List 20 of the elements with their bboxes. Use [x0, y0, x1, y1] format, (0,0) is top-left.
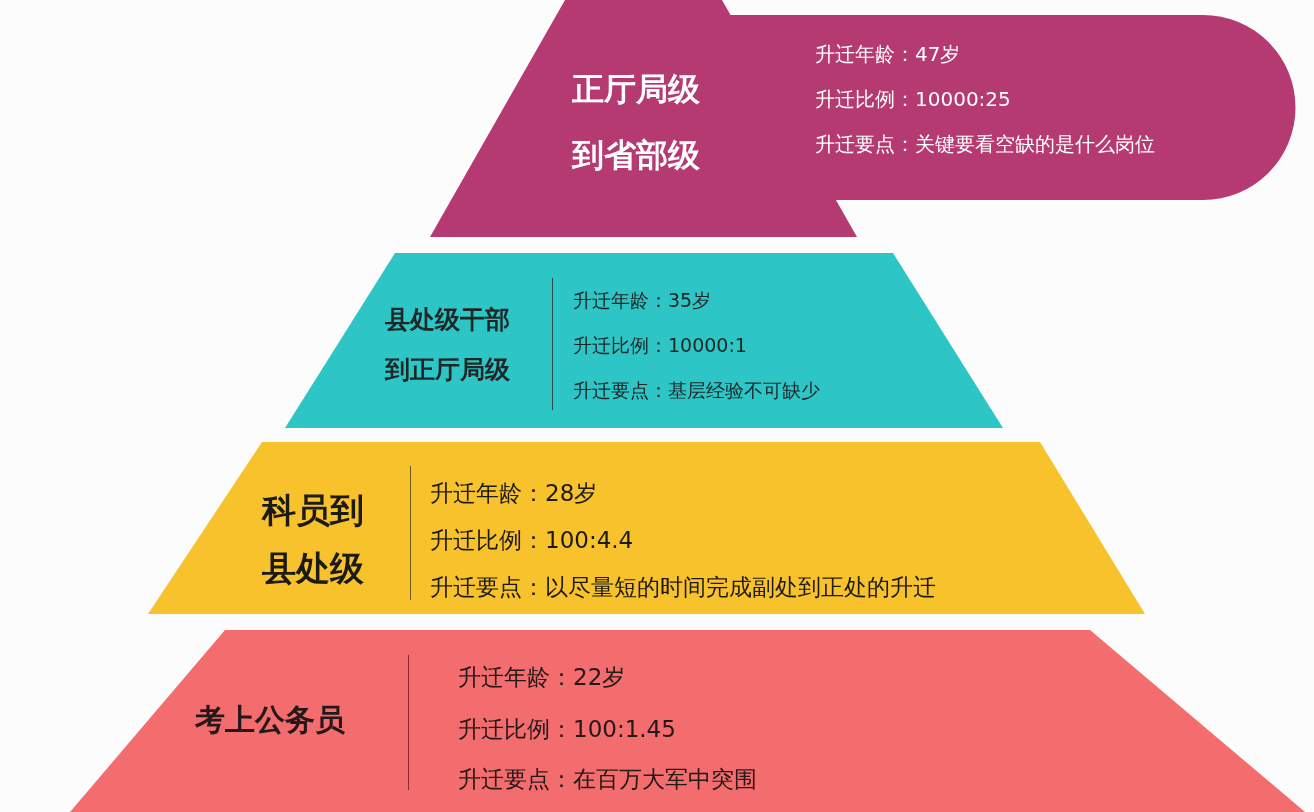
tier-detail: 升迁要点：关键要看空缺的是什么岗位	[815, 131, 1155, 158]
tier-title: 正厅局级到省部级	[572, 69, 701, 176]
pyramid-tier	[285, 253, 1003, 428]
pyramid-tier	[430, 0, 1296, 237]
pyramid-tier	[70, 630, 1305, 812]
tier-title: 县处级干部到正厅局级	[385, 304, 511, 386]
tier-detail: 升迁要点：在百万大军中突围	[458, 765, 757, 794]
tier-detail: 升迁比例：100:1.45	[458, 715, 676, 744]
tier-detail: 升迁年龄：22岁	[458, 663, 626, 692]
tier-detail: 升迁比例：100:4.4	[430, 526, 634, 555]
tier-title: 考上公务员	[195, 701, 346, 739]
tier-detail: 升迁年龄：35岁	[573, 288, 712, 313]
tier-detail: 升迁要点：基层经验不可缺少	[573, 378, 820, 403]
tier-detail: 升迁年龄：47岁	[815, 41, 961, 68]
tier-detail: 升迁年龄：28岁	[430, 479, 598, 508]
tier-detail: 升迁比例：10000:25	[815, 86, 1011, 113]
tier-detail: 升迁要点：以尽量短的时间完成副处到正处的升迁	[430, 573, 936, 602]
tier-title: 科员到县处级	[262, 489, 365, 590]
tier-detail: 升迁比例：10000:1	[573, 333, 747, 358]
pyramid-tier	[148, 442, 1145, 614]
